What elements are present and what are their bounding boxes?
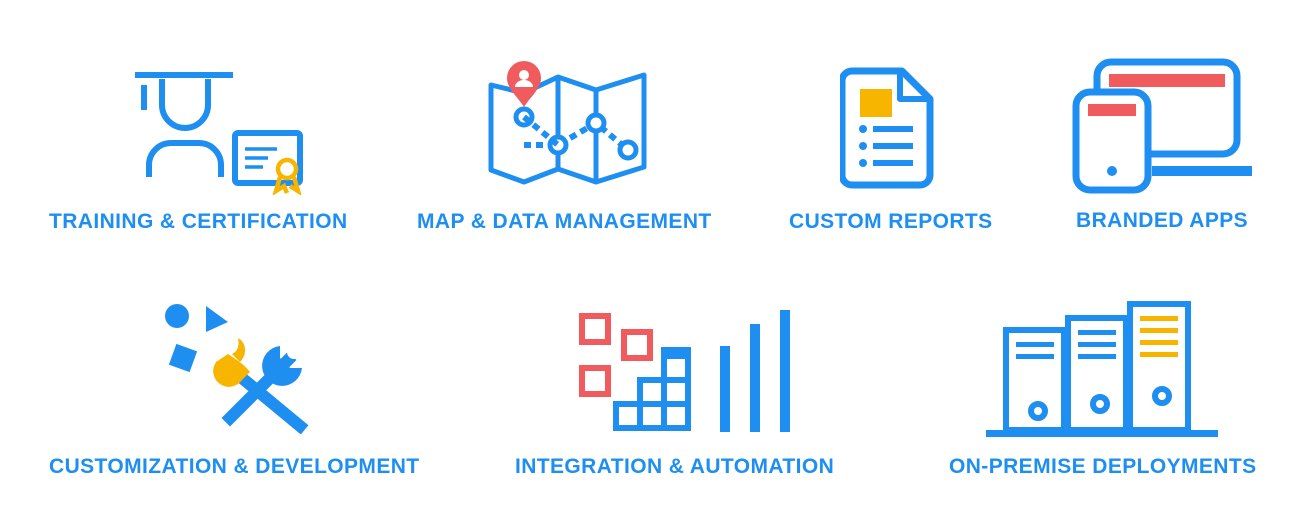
service-label: TRAINING & CERTIFICATION <box>49 210 348 233</box>
service-label: MAP & DATA MANAGEMENT <box>417 210 712 233</box>
service-label: CUSTOMIZATION & DEVELOPMENT <box>49 455 420 478</box>
map-route-icon <box>488 61 647 185</box>
graduate-certificate-icon <box>135 72 303 195</box>
service-label: CUSTOM REPORTS <box>789 210 993 233</box>
integration-chart-icon <box>579 310 790 432</box>
service-label: BRANDED APPS <box>1076 209 1249 232</box>
devices-icon <box>1072 58 1252 194</box>
service-label: ON-PREMISE DEPLOYMENTS <box>949 455 1257 478</box>
service-label: INTEGRATION & AUTOMATION <box>515 455 835 478</box>
server-racks-icon <box>986 301 1218 437</box>
report-document-icon <box>840 67 934 189</box>
tools-shapes-icon <box>165 304 309 434</box>
